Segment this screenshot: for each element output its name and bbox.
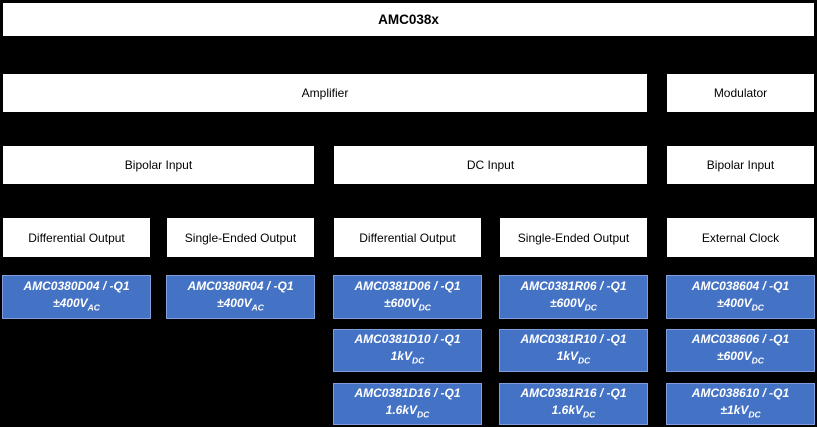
node-bipolar-input-left: Bipolar Input	[2, 145, 315, 185]
node-modulator: Modulator	[666, 73, 815, 113]
part-number: AMC0381R16 / -Q1	[520, 385, 627, 400]
node-dc-input: DC Input	[333, 145, 648, 185]
node-amplifier: Amplifier	[2, 73, 648, 113]
rating-subscript: DC	[751, 302, 764, 313]
rating-subscript: DC	[584, 302, 597, 313]
node-dc-input-label: DC Input	[466, 158, 515, 172]
part-rating: 1.6kVDC	[551, 402, 596, 420]
part-node-amc038606: AMC038606 / -Q1 ±600VDC	[666, 329, 815, 372]
root-node-amc038x: AMC038x	[2, 2, 815, 37]
rating-subscript: DC	[751, 355, 764, 366]
rating-subscript: DC	[418, 302, 431, 313]
part-number: AMC038610 / -Q1	[691, 385, 790, 400]
part-node-amc0381r06: AMC0381R06 / -Q1 ±600VDC	[499, 275, 648, 319]
node-differential-output-2-label: Differential Output	[359, 230, 456, 245]
rating-subscript: DC	[583, 409, 596, 420]
rating-subscript: AC	[251, 302, 264, 313]
part-rating: 1.6kVDC	[385, 402, 430, 420]
part-number: AMC0381D10 / -Q1	[354, 332, 461, 347]
part-node-amc0381r16: AMC0381R16 / -Q1 1.6kVDC	[499, 383, 648, 425]
part-number: AMC0380D04 / -Q1	[23, 278, 130, 293]
part-number: AMC038604 / -Q1	[691, 278, 790, 293]
node-differential-output-2: Differential Output	[333, 217, 482, 258]
node-external-clock-label: External Clock	[701, 230, 780, 245]
node-differential-output-1: Differential Output	[2, 217, 151, 258]
node-single-ended-output-2: Single-Ended Output	[499, 217, 648, 258]
node-single-ended-output-2-label: Single-Ended Output	[517, 230, 630, 245]
part-rating: 1kVDC	[556, 349, 591, 366]
rating-subscript: DC	[417, 409, 430, 420]
part-number: AMC0381R10 / -Q1	[520, 332, 627, 347]
node-differential-output-1-label: Differential Output	[28, 230, 125, 245]
node-bipolar-input-right-label: Bipolar Input	[706, 158, 775, 172]
rating-subscript: DC	[412, 355, 425, 366]
rating-subscript: DC	[578, 355, 591, 366]
part-node-amc0381d16: AMC0381D16 / -Q1 1.6kVDC	[333, 383, 482, 425]
node-single-ended-output-1-label: Single-Ended Output	[184, 230, 297, 245]
node-amplifier-label: Amplifier	[301, 86, 349, 100]
part-node-amc0381d10: AMC0381D10 / -Q1 1kVDC	[333, 329, 482, 372]
part-node-amc0381d06: AMC0381D06 / -Q1 ±600VDC	[333, 275, 482, 319]
part-number: AMC0381D06 / -Q1	[354, 278, 461, 293]
node-modulator-label: Modulator	[713, 86, 768, 100]
rating-subscript: DC	[748, 409, 761, 420]
root-node-label: AMC038x	[378, 12, 439, 27]
part-rating: ±400VAC	[53, 295, 100, 313]
part-number: AMC0381R06 / -Q1	[520, 278, 627, 293]
node-bipolar-input-left-label: Bipolar Input	[124, 158, 193, 172]
rating-subscript: AC	[87, 302, 100, 313]
part-rating: ±600VDC	[717, 349, 764, 366]
node-bipolar-input-right: Bipolar Input	[666, 145, 815, 185]
part-rating: 1kVDC	[390, 349, 425, 366]
part-number: AMC0380R04 / -Q1	[187, 278, 294, 293]
part-number: AMC0381D16 / -Q1	[354, 385, 461, 400]
part-number: AMC038606 / -Q1	[691, 332, 790, 347]
part-node-amc038604: AMC038604 / -Q1 ±400VDC	[666, 275, 815, 319]
part-node-amc0380d04: AMC0380D04 / -Q1 ±400VAC	[2, 275, 151, 319]
node-single-ended-output-1: Single-Ended Output	[166, 217, 315, 258]
part-rating: ±600VDC	[550, 295, 597, 313]
part-rating: ±600VDC	[384, 295, 431, 313]
part-rating: ±400VAC	[217, 295, 264, 313]
part-rating: ±1kVDC	[720, 402, 761, 420]
part-rating: ±400VDC	[717, 295, 764, 313]
node-external-clock: External Clock	[666, 217, 815, 258]
part-node-amc0381r10: AMC0381R10 / -Q1 1kVDC	[499, 329, 648, 372]
part-node-amc0380r04: AMC0380R04 / -Q1 ±400VAC	[166, 275, 315, 319]
part-node-amc038610: AMC038610 / -Q1 ±1kVDC	[666, 383, 815, 425]
